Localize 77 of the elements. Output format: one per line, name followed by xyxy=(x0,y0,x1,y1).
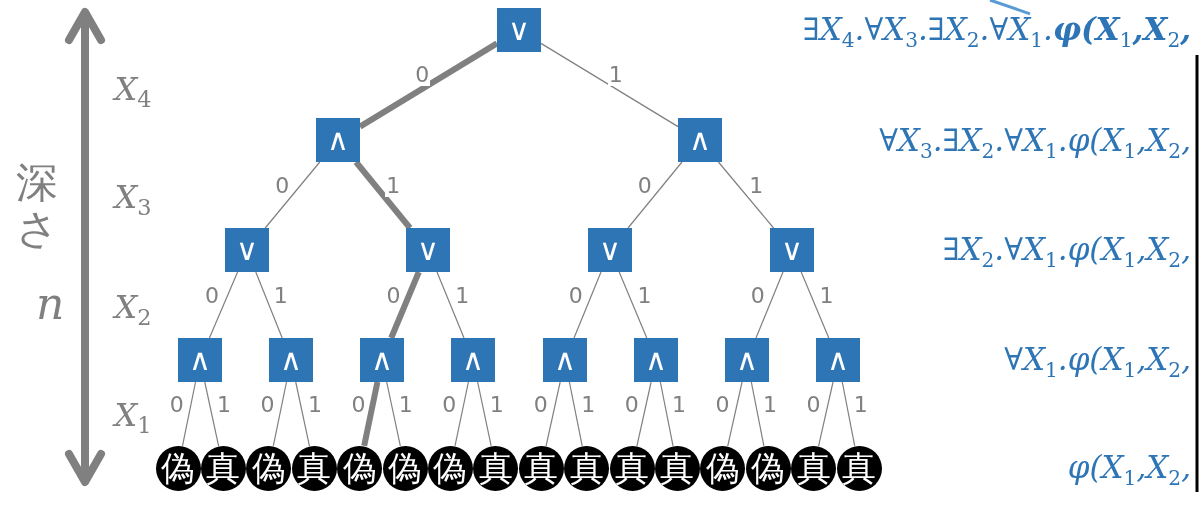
operator-box: ∨ xyxy=(770,228,814,272)
highlighted-edge xyxy=(353,160,413,230)
tree-edge xyxy=(817,381,834,447)
tree-edge xyxy=(386,381,401,447)
tree-edge xyxy=(750,381,765,447)
operator-box: ∧ xyxy=(269,338,313,382)
operator-box: ∧ xyxy=(816,338,860,382)
tree-edge xyxy=(255,271,283,339)
leaf-circle: 真 xyxy=(291,445,337,491)
operator-box: ∧ xyxy=(543,338,587,382)
tree-edge xyxy=(436,271,465,339)
formula-text: ∃X$_{4}$.∀X$_{3}$.∃X$_{2}$.∀X$_{1}$.φ(X$_{1}$,X$_{2}$, xyxy=(802,13,1191,51)
leaf-circle: 真 xyxy=(609,445,655,491)
tree-edge xyxy=(272,381,288,447)
leaf-circle: 真 xyxy=(518,445,564,491)
operator-box: ∨ xyxy=(497,8,541,52)
tree-edge xyxy=(800,271,830,339)
formula-text: ∀X$_{3}$.∃X$_{2}$.∀X$_{1}$.φ(X$_{1}$,X$_{2}$, xyxy=(879,124,1191,162)
leaf-circle: 偽 xyxy=(745,445,791,491)
highlighted-edge xyxy=(388,270,422,340)
highlighted-edge xyxy=(361,381,381,447)
level-label: X$_{1}$ xyxy=(114,399,152,437)
depth-variable: n xyxy=(36,282,65,326)
depth-label: 深さ xyxy=(16,160,60,253)
tree-edge xyxy=(618,271,648,339)
formula-text: ∀X$_{1}$.φ(X$_{1}$,X$_{2}$, xyxy=(1004,343,1191,381)
leader-line xyxy=(989,0,1031,16)
tree-edge xyxy=(454,381,469,447)
formula-text: φ(X$_{1}$,X$_{2}$, xyxy=(1067,451,1191,489)
formula-text: ∃X$_{2}$.∀X$_{1}$.φ(X$_{1}$,X$_{2}$, xyxy=(942,233,1191,271)
leaf-circle: 真 xyxy=(654,445,700,491)
operator-box: ∧ xyxy=(316,118,360,162)
tree-edge xyxy=(841,381,856,447)
tree-edge xyxy=(477,381,492,447)
operator-box: ∧ xyxy=(451,338,495,382)
level-label: X$_{2}$ xyxy=(114,291,152,329)
level-label: X$_{3}$ xyxy=(114,181,152,219)
operator-box: ∨ xyxy=(588,228,632,272)
leaf-circle: 真 xyxy=(200,445,246,491)
tree-edge xyxy=(573,271,602,339)
tree-edge xyxy=(727,381,743,447)
operator-box: ∧ xyxy=(634,338,678,382)
leaf-circle: 偽 xyxy=(246,445,292,491)
tree-edge xyxy=(540,42,679,128)
tree-edge xyxy=(204,381,220,447)
tree-edge xyxy=(568,381,583,447)
edge-label: 0 xyxy=(414,63,431,86)
operator-box: ∧ xyxy=(678,118,722,162)
edge-label: 1 xyxy=(748,174,765,197)
operator-box: ∧ xyxy=(360,338,404,382)
leaf-circle: 真 xyxy=(791,445,837,491)
tree-edge xyxy=(627,161,683,229)
operator-box: ∨ xyxy=(225,228,269,272)
tree-edge xyxy=(181,381,197,447)
edge-label: 1 xyxy=(385,174,402,197)
leaf-circle: 偽 xyxy=(700,445,746,491)
tree-edge xyxy=(264,161,321,229)
leaf-circle: 偽 xyxy=(155,445,201,491)
leaf-circle: 真 xyxy=(473,445,519,491)
leaf-circle: 真 xyxy=(836,445,882,491)
leaf-circle: 偽 xyxy=(337,445,383,491)
leaf-circle: 偽 xyxy=(427,445,473,491)
leaf-circle: 真 xyxy=(564,445,610,491)
operator-box: ∧ xyxy=(725,338,769,382)
tree-edge xyxy=(717,161,775,229)
level-label: X$_{4}$ xyxy=(114,73,152,111)
tree-edge xyxy=(208,271,239,339)
tree-edge xyxy=(636,381,652,447)
edge-label: 0 xyxy=(636,174,653,197)
edge-label: 1 xyxy=(607,63,624,86)
tree-edge xyxy=(659,381,674,447)
tree-edge xyxy=(545,381,561,447)
operator-box: ∨ xyxy=(406,228,450,272)
leaf-circle: 偽 xyxy=(382,445,428,491)
tree-edge xyxy=(295,381,311,447)
operator-box: ∧ xyxy=(178,338,222,382)
tree-edge xyxy=(755,271,784,339)
